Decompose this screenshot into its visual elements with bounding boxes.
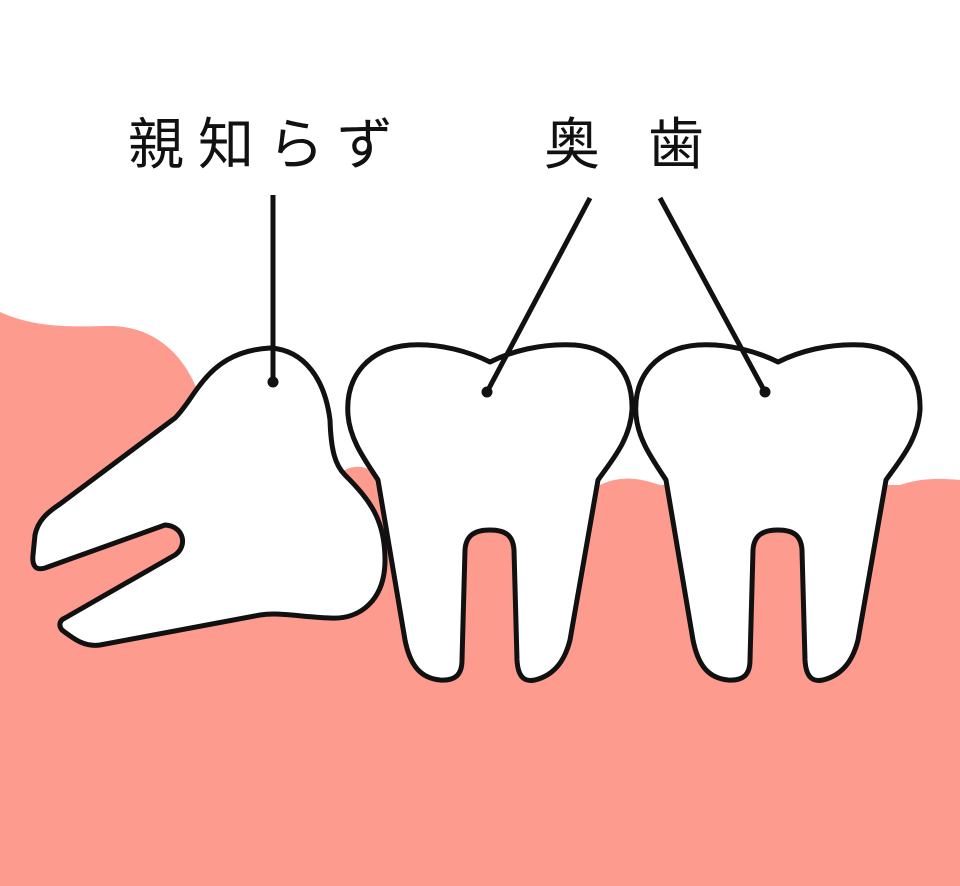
molar-1-leader-line xyxy=(484,196,593,394)
wisdom-tooth-label: 親知らず xyxy=(128,113,407,178)
wisdom-tooth-dot xyxy=(267,376,279,388)
molar-tooth-2 xyxy=(633,342,923,683)
molar-1-dot xyxy=(481,386,493,398)
molar-label-2: 歯 xyxy=(648,113,704,178)
molar-label-1: 奥 xyxy=(544,113,600,178)
molar-2-leader-line xyxy=(657,196,768,394)
wisdom-tooth xyxy=(30,345,388,648)
molar-tooth-1 xyxy=(345,342,635,683)
molar-2-dot xyxy=(759,386,771,398)
gum xyxy=(0,312,960,886)
